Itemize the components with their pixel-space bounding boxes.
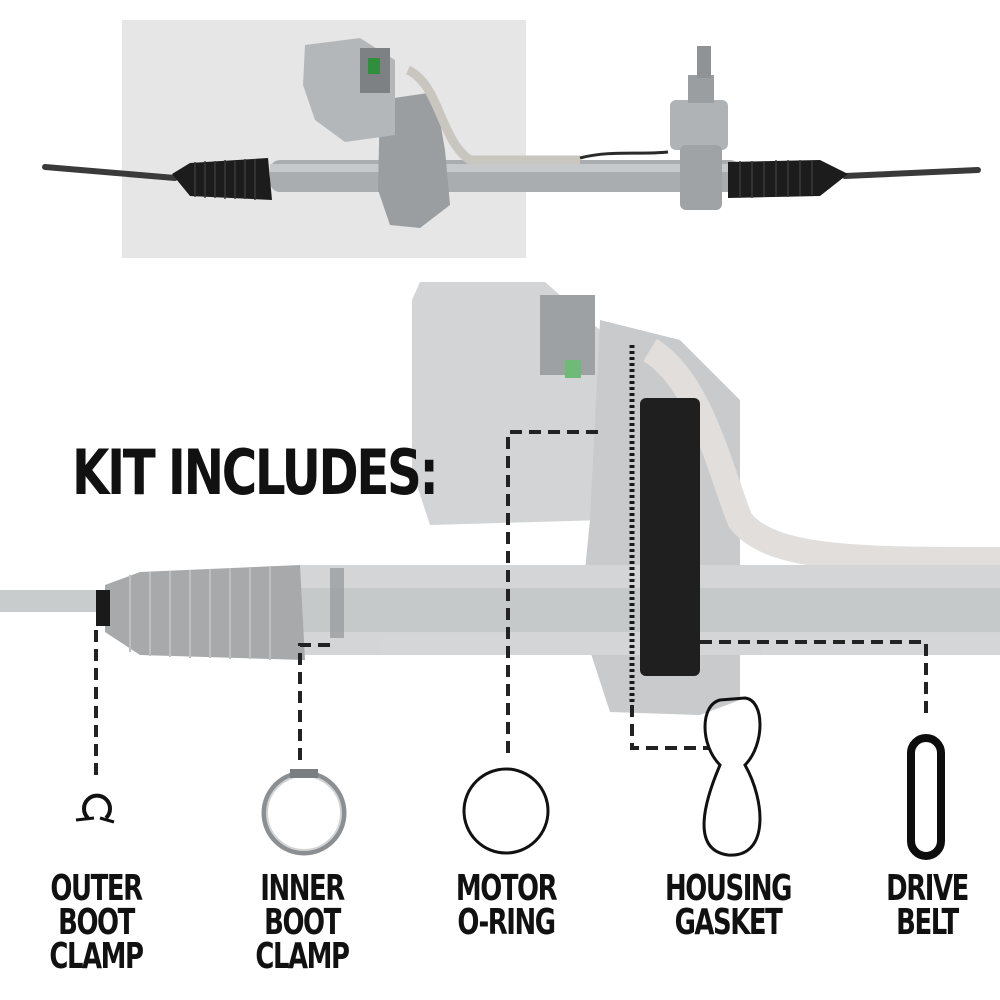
outer-boot-clamp-highlight bbox=[96, 590, 110, 626]
drive-belt-highlight bbox=[640, 398, 700, 676]
outer-boot-clamp-icon bbox=[75, 793, 115, 824]
housing-gasket-icon bbox=[702, 696, 762, 857]
steering-rack-thumbnail bbox=[42, 38, 981, 228]
kit-includes-heading: KIT INCLUDES: bbox=[72, 436, 439, 509]
inner-boot-clamp-icon bbox=[261, 769, 347, 856]
leader-lines bbox=[94, 430, 928, 780]
drive-belt-icon bbox=[907, 734, 945, 860]
motor-o-ring-icon bbox=[462, 767, 550, 855]
